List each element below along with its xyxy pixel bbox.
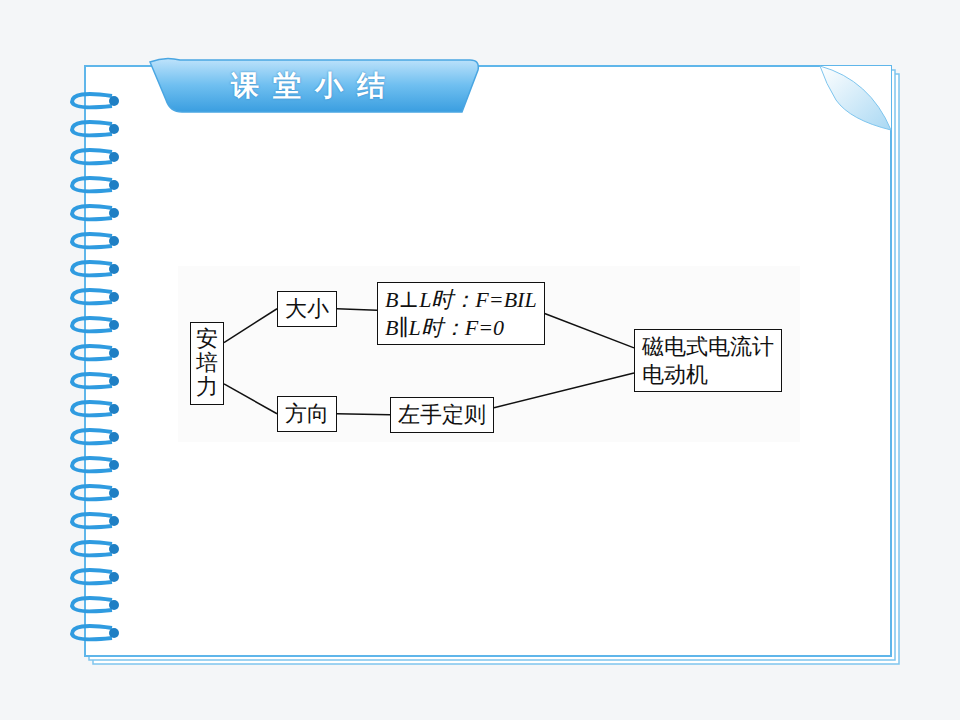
spiral-ring (72, 94, 112, 107)
spiral-hole (109, 320, 119, 330)
box-text: 磁电式电流计 (642, 333, 774, 361)
spiral-hole (109, 572, 119, 582)
box-text: B⊥L时：F=BIL (385, 286, 537, 314)
spiral-hole (109, 236, 119, 246)
spiral-hole (109, 460, 119, 470)
concept-box: 左手定则 (390, 397, 494, 433)
box-text: B∥L时：F=0 (385, 314, 537, 342)
spiral-ring (72, 206, 112, 219)
spiral-ring (72, 458, 112, 471)
spiral-binding (72, 94, 119, 639)
spiral-hole (109, 432, 119, 442)
concept-box: 磁电式电流计电动机 (634, 329, 782, 392)
spiral-hole (109, 208, 119, 218)
box-text: 大小 (285, 295, 329, 323)
spiral-hole (109, 628, 119, 638)
spiral-ring (72, 234, 112, 247)
connector-line (337, 414, 390, 415)
spiral-hole (109, 544, 119, 554)
box-text: 左手定则 (398, 401, 486, 429)
connector-line (494, 373, 634, 408)
concept-box: 安培力 (190, 322, 224, 405)
spiral-ring (72, 122, 112, 135)
box-text: 方向 (285, 400, 329, 428)
spiral-ring (72, 570, 112, 583)
concept-box: 大小 (277, 291, 337, 327)
spiral-hole (109, 180, 119, 190)
connector-line (337, 309, 377, 311)
spiral-hole (109, 292, 119, 302)
spiral-hole (109, 152, 119, 162)
box-text: 安培力 (196, 327, 218, 400)
connector-line (224, 384, 277, 414)
spiral-hole (109, 516, 119, 526)
spiral-hole (109, 376, 119, 386)
spiral-ring (72, 626, 112, 639)
spiral-ring (72, 430, 112, 443)
box-text: 电动机 (642, 361, 774, 389)
title-text: 课堂小结 (231, 67, 399, 105)
spiral-ring (72, 402, 112, 415)
spiral-ring (72, 178, 112, 191)
spiral-ring (72, 374, 112, 387)
spiral-ring (72, 318, 112, 331)
spiral-hole (109, 404, 119, 414)
spiral-ring (72, 150, 112, 163)
spiral-ring (72, 486, 112, 499)
spiral-ring (72, 542, 112, 555)
spiral-hole (109, 124, 119, 134)
concept-box: 方向 (277, 396, 337, 432)
title-tab: 课堂小结 (165, 62, 465, 110)
spiral-ring (72, 262, 112, 275)
spiral-hole (109, 96, 119, 106)
spiral-hole (109, 488, 119, 498)
spiral-ring (72, 598, 112, 611)
concept-box: B⊥L时：F=BILB∥L时：F=0 (377, 282, 545, 345)
spiral-hole (109, 600, 119, 610)
connector-line (224, 309, 277, 343)
spiral-hole (109, 264, 119, 274)
spiral-ring (72, 346, 112, 359)
spiral-ring (72, 514, 112, 527)
connector-line (545, 314, 634, 348)
spiral-hole (109, 348, 119, 358)
spiral-ring (72, 290, 112, 303)
